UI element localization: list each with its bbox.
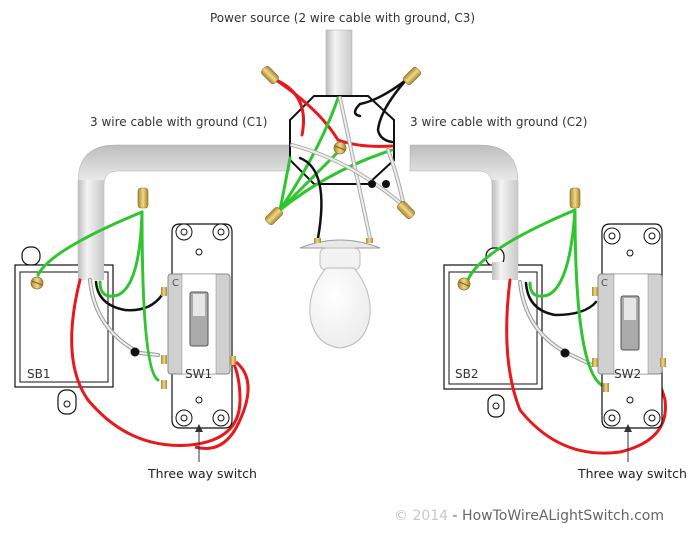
splice-dot	[560, 348, 570, 358]
wirenut-icon	[397, 201, 415, 219]
arrow-sw2	[624, 424, 632, 462]
conduit-c1	[77, 144, 291, 275]
common-terminal-label: C	[601, 278, 608, 289]
copyright-text: © 2014	[394, 508, 448, 524]
light-bulb	[299, 238, 381, 349]
site-text: - HowToWireALightSwitch.com	[448, 508, 664, 524]
splice-dot	[130, 347, 140, 357]
ground-screw	[333, 141, 347, 155]
ground-screw	[457, 277, 471, 291]
cable-c1-label: 3 wire cable with ground (C1)	[90, 115, 268, 129]
three-way-switch-sw2	[592, 223, 666, 429]
wirenut-icon	[261, 66, 279, 84]
sw2-label: SW2	[614, 367, 641, 381]
conduit-c2	[409, 144, 519, 275]
ground-screw	[30, 276, 44, 290]
cable-c2-label: 3 wire cable with ground (C2)	[410, 115, 588, 129]
wirenut-icon	[137, 187, 149, 209]
wirenut-icon	[569, 187, 581, 209]
three-way-switch-label: Three way switch	[147, 466, 257, 481]
sb2-label: SB2	[455, 367, 478, 381]
splice-dot	[368, 180, 376, 188]
sw1-label: SW1	[185, 367, 212, 381]
wirenut-icon	[265, 207, 283, 225]
switch-box-sb1	[14, 246, 114, 415]
splice-dot	[382, 180, 390, 188]
conduit-c3	[325, 29, 353, 101]
footer-credit: © 2014 - HowToWireALightSwitch.com	[394, 508, 664, 524]
arrow-sw1	[195, 424, 203, 462]
three-way-switch-sw1	[161, 223, 236, 429]
sb1-label: SB1	[27, 367, 50, 381]
common-terminal-label: C	[172, 278, 179, 289]
three-way-switch-label: Three way switch	[577, 466, 687, 481]
junction-wires	[274, 78, 408, 240]
switch-box-sb2	[443, 247, 543, 418]
sw1-red-wire	[194, 360, 250, 450]
wirenut-icon	[403, 67, 421, 85]
power-source-label: Power source (2 wire cable with ground, …	[210, 11, 475, 25]
